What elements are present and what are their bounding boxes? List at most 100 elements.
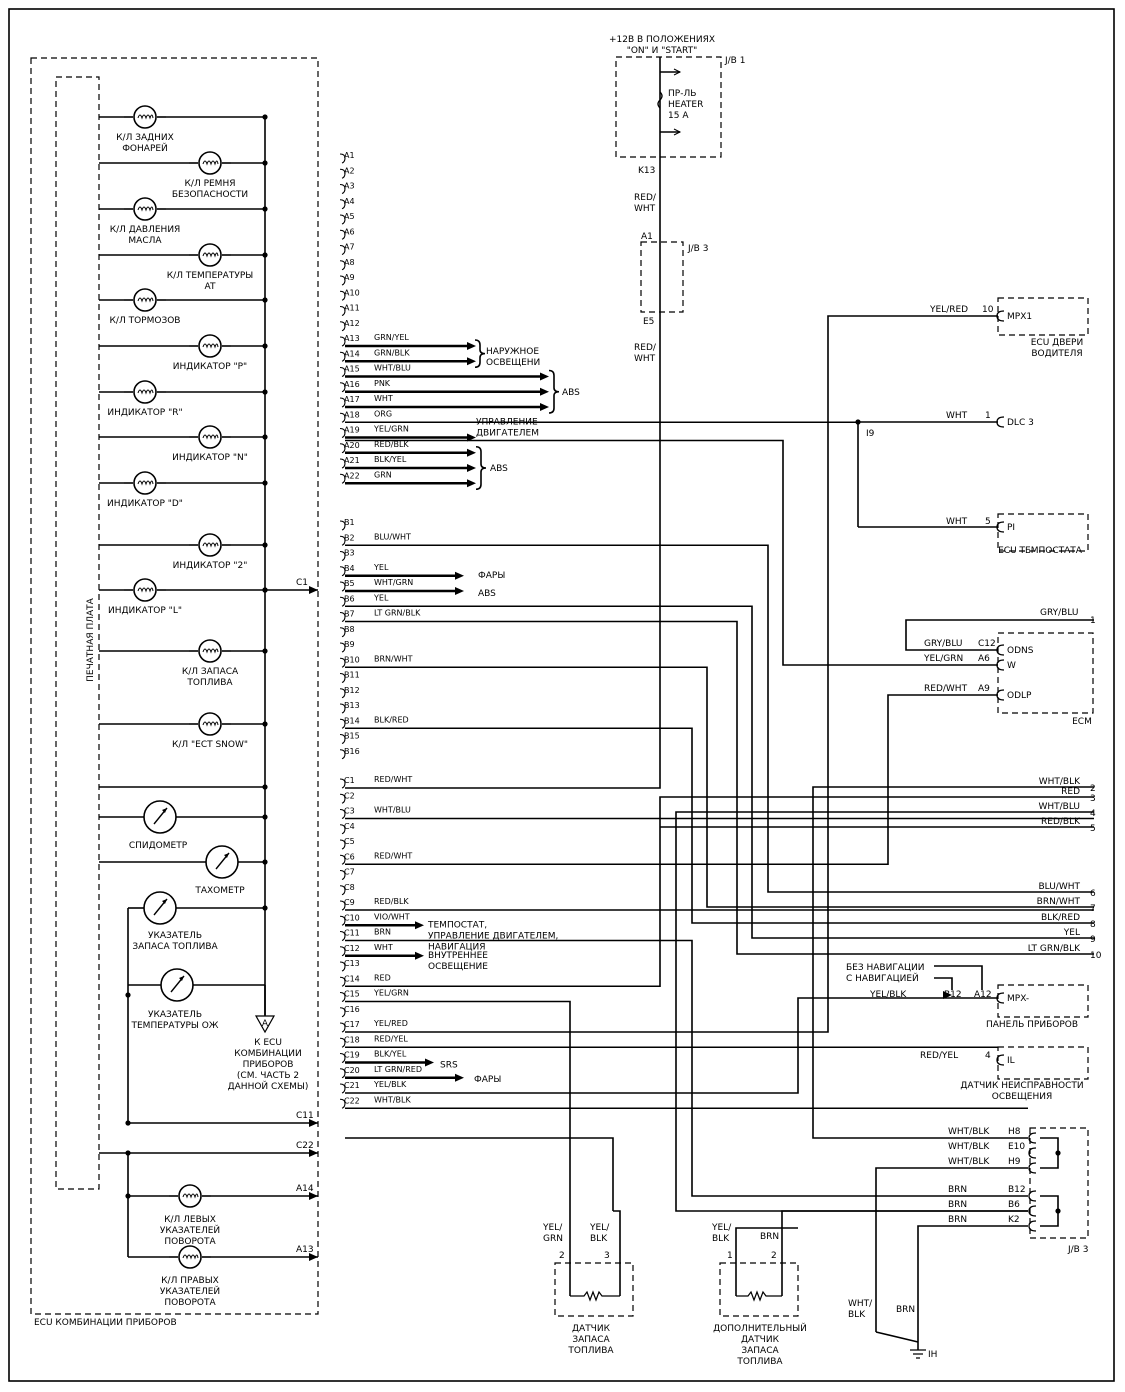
connector-terminal-icon — [339, 290, 346, 301]
connector-terminal-icon — [339, 1083, 346, 1094]
turn-lamp-label: УКАЗАТЕЛЕЙ — [160, 1285, 220, 1297]
arrow-head — [467, 448, 476, 457]
arrow-head — [309, 1149, 318, 1157]
pin-number: A12 — [974, 990, 992, 1000]
connector-terminal-icon — [339, 915, 346, 926]
dest-label: ОСВЕЩЕНИ — [486, 358, 540, 368]
diagram-static-layer — [8, 8, 1115, 1382]
pin-label: A10 — [344, 288, 360, 297]
pin-label: B6 — [344, 594, 355, 603]
connector-terminal-icon — [339, 458, 346, 469]
pin-label: B14 — [344, 716, 360, 725]
connector-terminal-icon — [339, 839, 346, 850]
pin-label: C6 — [344, 852, 355, 861]
jb3-top-box — [640, 241, 684, 313]
fuse-label: HEATER — [668, 100, 703, 110]
lamp-icon — [178, 1245, 202, 1269]
arrow-head — [415, 951, 424, 960]
connector-terminal-icon — [339, 229, 346, 240]
jb3-bottom-box — [1029, 1127, 1089, 1239]
pin-label: A7 — [344, 243, 355, 252]
connector-terminal-icon — [339, 1098, 346, 1109]
wire-color-label: BLK/RED — [374, 715, 409, 724]
pin-number: A9 — [978, 684, 990, 694]
pin-label: A5 — [344, 212, 355, 221]
lamp-icon — [133, 105, 157, 129]
fuel-sensor2-resistor-icon — [736, 1290, 782, 1302]
connector-terminal-icon — [339, 930, 346, 942]
ecm-odns-wire — [905, 619, 1094, 651]
pin-number: B6 — [1008, 1200, 1020, 1210]
wire-color-label: RED — [374, 973, 391, 982]
lamp-filament-icon — [202, 343, 219, 349]
wire-color-label: YEL/GRN — [923, 654, 963, 664]
ground-ref-text: К ECU — [254, 1038, 282, 1048]
connector-terminal-icon — [339, 473, 346, 484]
wire-color-label: WHT — [946, 517, 968, 527]
c21-wire — [345, 997, 998, 1094]
lamp-label: К/Л ЗАПАСА — [182, 667, 239, 677]
dest-label: ABS — [478, 589, 496, 599]
ecu-cluster-title: ECU КОМБИНАЦИИ ПРИБОРОВ — [34, 1318, 177, 1328]
lamp-label: ИНДИКАТОР "L" — [108, 606, 182, 616]
pin-label: C22 — [344, 1096, 360, 1105]
pin-label: A1 — [344, 151, 355, 160]
lamp-icon — [133, 288, 157, 312]
lamp-filament-icon — [137, 389, 154, 395]
pin-label: B13 — [344, 701, 360, 710]
ground-ref-text: (СМ. ЧАСТЬ 2 — [237, 1071, 299, 1081]
note-arrow — [934, 977, 953, 990]
junction-dot — [1055, 1150, 1061, 1156]
wire-color-label: WHT/BLK — [948, 1142, 990, 1152]
pin-label: B8 — [344, 625, 355, 634]
light-sensor-label: ОСВЕЩЕНИЯ — [992, 1092, 1053, 1102]
connector-terminal-icon — [339, 366, 346, 378]
pin-number: 4 — [985, 1051, 991, 1061]
pin-label: C4 — [344, 822, 355, 831]
ecm-box — [997, 632, 1094, 714]
b7-wire — [345, 620, 1094, 955]
pin-label: B10 — [344, 655, 360, 664]
wire-color-label: YEL/GRN — [373, 989, 409, 998]
pin-label: C3 — [344, 807, 355, 816]
junction-dot — [262, 297, 268, 303]
output-label: C22 — [296, 1141, 314, 1151]
tempostat-box — [997, 513, 1089, 552]
gauge-label: ТАХОМЕТР — [194, 886, 245, 896]
turn-lamp-label: К/Л ЛЕВЫХ — [164, 1215, 216, 1225]
connector-terminal-icon — [339, 275, 346, 286]
wire-color-label: VIO/WHT — [374, 912, 410, 921]
wire-color-label: LT GRN/RED — [374, 1065, 422, 1074]
dest-label: ФАРЫ — [474, 1075, 501, 1085]
connector-terminal-icon — [339, 397, 346, 408]
wire-color-label: BLK/RED — [1041, 913, 1080, 923]
fuse-icon — [657, 91, 663, 109]
wire-color-label: WHT/BLU — [1038, 802, 1080, 812]
connector-terminal-icon — [339, 1068, 346, 1079]
gauge-label: ЗАПАСА ТОПЛИВА — [132, 942, 218, 952]
navigation-note: БЕЗ НАВИГАЦИИ — [846, 963, 924, 973]
arrow-head — [540, 403, 549, 411]
arrow-head — [415, 921, 424, 930]
dlc-label: DLC 3 — [1007, 418, 1034, 428]
connector-terminal-icon — [339, 183, 346, 195]
connector-pin-icon — [1028, 1220, 1037, 1232]
junction-dot — [1055, 1208, 1061, 1214]
connector-pin-icon — [1028, 1132, 1037, 1144]
fuel-sensor-resistor-icon — [570, 1290, 620, 1302]
connector-terminal-icon — [339, 1022, 346, 1033]
lamp-label: ТОПЛИВА — [186, 678, 233, 688]
connector-pin-icon — [996, 659, 1005, 671]
brace-icon — [548, 369, 560, 414]
connector-pin-icon — [1028, 1205, 1037, 1217]
pin-label: C9 — [344, 898, 355, 907]
pin-number: 2 — [771, 1251, 777, 1261]
wire-color-label: YEL/RED — [929, 305, 968, 315]
pin-label: C7 — [344, 868, 355, 877]
note-arrow — [934, 965, 983, 990]
wire-color-label: WHT — [946, 411, 968, 421]
pin-label: C16 — [344, 1005, 360, 1014]
wire-number: 1 — [1090, 616, 1096, 626]
lamp-filament-icon — [137, 114, 154, 120]
terminal-label: K13 — [638, 166, 655, 176]
